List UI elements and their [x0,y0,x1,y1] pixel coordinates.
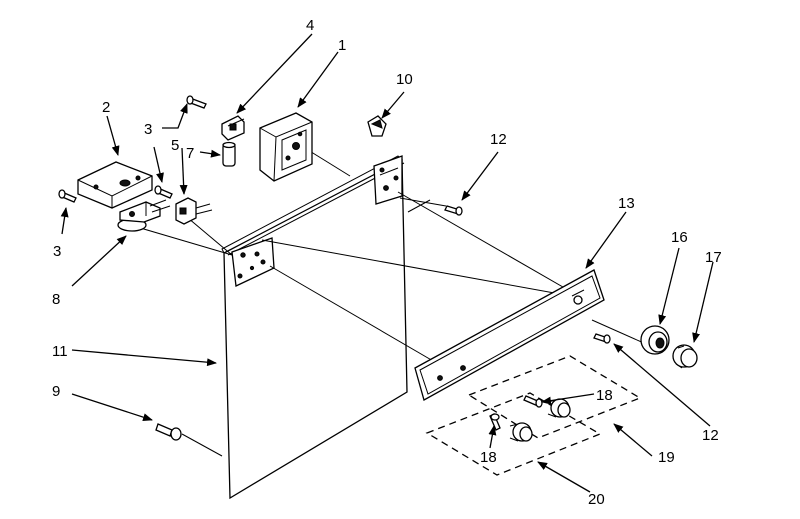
part-4-clip [221,115,245,141]
callout-12-upper: 12 [490,131,507,148]
callout-4: 4 [306,17,314,34]
door-panel [221,155,408,500]
part-1-thermostat [259,112,313,182]
alignment-lines [119,149,647,457]
part-8-switch [117,199,171,232]
callout-13: 13 [618,195,635,212]
callout-5: 5 [171,137,179,154]
callout-18-left: 18 [480,449,497,466]
callout-labels: 1 2 3 3 4 5 7 8 9 10 11 12 12 13 16 17 1… [52,17,722,508]
callout-20: 20 [588,491,605,508]
callout-19: 19 [658,449,675,466]
callout-arrows [60,33,714,493]
callout-9: 9 [52,383,60,400]
callout-7: 7 [186,145,194,162]
part-5-connector [175,197,213,225]
callout-16: 16 [671,229,688,246]
callout-3-lower: 3 [53,243,61,260]
screws [58,95,611,441]
part-10-clip [367,115,387,137]
part-7-cylinder [222,141,236,167]
callout-1: 1 [338,37,346,54]
callout-12-lower: 12 [702,427,719,444]
callout-17: 17 [705,249,722,266]
callout-11: 11 [52,343,68,360]
callout-2: 2 [102,99,110,116]
part-2-bracket [77,161,153,209]
control-panel [414,269,605,401]
callout-18-right: 18 [596,387,613,404]
knobs [509,325,698,442]
assembly-outlines [425,355,642,476]
callout-3-upper: 3 [144,121,152,138]
callout-10: 10 [396,71,413,88]
callout-8: 8 [52,291,60,308]
